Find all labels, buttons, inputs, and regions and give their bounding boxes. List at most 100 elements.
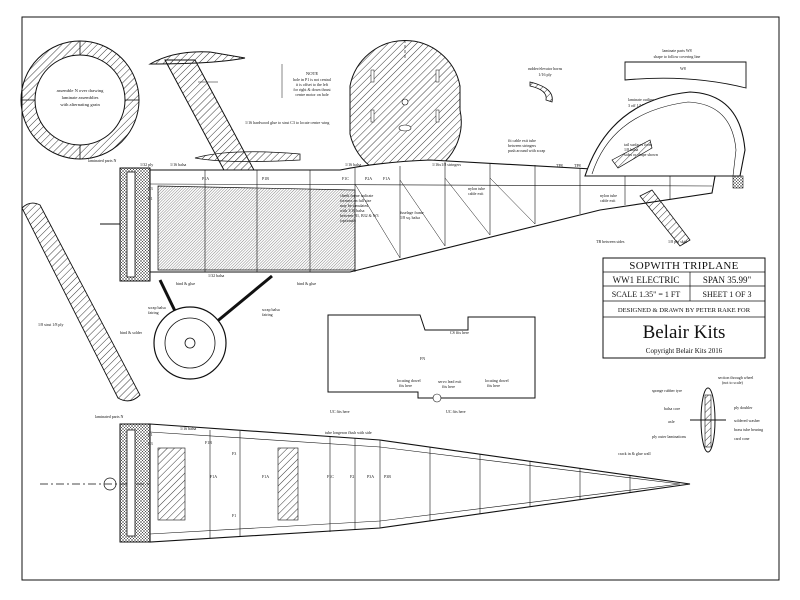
brand-text: Belair Kits: [643, 322, 726, 343]
note-line-1: hole in P1 is not central: [293, 77, 332, 82]
locating-dowel-2b: fits here: [487, 383, 500, 388]
lam-parts-n-label: laminated parts N: [88, 158, 117, 163]
bottom-part-f1a-2: F1A: [262, 474, 269, 479]
laminate-outline-2: 3 off 1/16x1/8: [628, 103, 651, 108]
bottom-part-f2: F2: [350, 474, 354, 479]
nylon-cable-right-1: nylon tube: [600, 193, 617, 198]
uc-fits-2-label: UC fits here: [446, 409, 466, 414]
ply-strut-note: 1/16 hardwood glue to strut C3 to locate…: [245, 120, 329, 125]
scale-text: SCALE 1.35" = 1 FT: [612, 290, 681, 299]
cheek-frame-2: formers on full size: [340, 198, 371, 203]
scrap-fairing-2a: scrap balsa: [262, 307, 280, 312]
cowl-ring-note-2: laminate assemblies: [62, 95, 99, 100]
note-line-4: centre motor on hole: [295, 92, 328, 97]
laminate-w8-note-1: laminate parts W8: [662, 48, 691, 53]
stringers-label: 1/16x1/8 stringers: [432, 162, 461, 167]
bottom-part-f1a: F1A: [210, 474, 217, 479]
bottom-part-c3: C3: [148, 441, 153, 446]
bottom-part-p3a: P3A: [367, 474, 374, 479]
bottom-part-f1: F1: [232, 513, 236, 518]
servo-lead-b: fits here: [442, 384, 455, 389]
side-view-labels: laminated parts N 1/32 ply 1/16 balsa 1/…: [88, 138, 687, 278]
ply-32-label: 1/32 ply: [140, 162, 153, 167]
bind-glue-1-label: bind & glue: [176, 281, 195, 286]
laminate-w8-detail: laminate parts W8 shape to follow coveri…: [624, 48, 747, 108]
note-line-2: it is offset to the left: [296, 82, 329, 87]
variant-text: WW1 ELECTRIC: [613, 275, 680, 285]
bottom-part-c1: C1: [148, 432, 153, 437]
cs-fits-label: CS fits here: [450, 330, 469, 335]
scrap-fairing-1a: scrap balsa: [148, 305, 166, 310]
locating-dowel-1b: fits here: [399, 383, 412, 388]
scrap-fairing-2b: fairing: [262, 312, 273, 317]
title-block: SOPWITH TRIPLANE WW1 ELECTRIC SPAN 35.99…: [602, 257, 766, 359]
wheel-label-core: balsa core: [664, 406, 680, 411]
fit-cable-exit-1: fit cable exit tube: [508, 138, 536, 143]
wheel-label-washer: soldered washer: [734, 418, 761, 423]
ply-strut-left-label: 1/8 strut 1/8 ply: [38, 322, 63, 327]
balsa-16-label: 1/16 balsa: [170, 162, 187, 167]
fn-label: FN: [420, 356, 425, 361]
w8-label: W8: [680, 66, 686, 71]
fuselage-deck-plan: CS fits here FN UC fits here UC fits her…: [327, 314, 536, 414]
part-f1a: F1A: [383, 176, 390, 181]
part-p1a: P1A: [202, 176, 209, 181]
crack-glue-label: crack in & glue wall: [618, 451, 652, 456]
fit-cable-exit-3: push around with scrap: [508, 148, 545, 153]
part-p2a: P2A: [365, 176, 372, 181]
note-title: NOTE: [306, 71, 318, 76]
rudder-horns-note-2: 1/16 ply: [538, 72, 551, 77]
bind-solder-label: bind & solder: [120, 330, 143, 335]
wheel-label-bearing: brass tube bearing: [734, 427, 763, 432]
wheel-label-ply: ply outer laminations: [652, 434, 686, 439]
bottom-lam-n-label: laminated parts N: [95, 414, 124, 419]
bind-glue-2-label: bind & glue: [297, 281, 316, 286]
cheek-frame-6: (optional): [340, 218, 356, 223]
wheel-label-axle: axle: [668, 419, 675, 424]
wheel-section-title-2: (not to scale): [722, 380, 744, 385]
wheel-section-title-1: section through wheel: [718, 375, 754, 380]
uc-fits-1-label: UC fits here: [330, 409, 350, 414]
nylon-cable-left-2: cable exit: [468, 191, 484, 196]
nylon-cable-left-1: nylon tube: [468, 186, 485, 191]
balsa-32-label: 1/32 balsa: [208, 273, 225, 278]
cheek-frame-5: between B1, B32 & W3: [340, 213, 378, 219]
nylon-cable-right-2: cable exit: [600, 198, 616, 203]
sheet-text: SHEET 1 OF 3: [703, 290, 752, 299]
interplane-strut: 1/8 strut 1/8 ply: [21, 202, 141, 402]
undercarriage: bind & glue bind & glue scrap balsa fair…: [120, 274, 316, 380]
part-f1c: F1C: [342, 176, 349, 181]
part-c3: C3: [148, 186, 153, 191]
tb-between-sides-label: TB between sides: [596, 239, 625, 244]
bottom-part-f3: F3: [232, 451, 236, 456]
cheek-frame-4: with 1/16 balsa: [340, 208, 365, 213]
copyright-text: Copyright Belair Kits 2016: [646, 347, 723, 355]
note-line-3: for right & down thrust: [293, 87, 331, 92]
ply-skid-label: 1/8 ply skid: [668, 239, 687, 244]
balsa-16b-label: 1/16 balsa: [345, 162, 362, 167]
locating-dowel-2a: locating dowel: [485, 378, 510, 383]
fuselage-frame-1: fuselage frame: [400, 210, 424, 215]
title-text: SOPWITH TRIPLANE: [629, 260, 738, 272]
bottom-balsa-label: 1/16 balsa: [180, 426, 197, 431]
cheek-frame-1: cheek frame indicate: [340, 193, 374, 198]
part-c1: C1: [148, 196, 153, 201]
scrap-fairing-1b: fairing: [148, 310, 159, 315]
laminate-w8-note-2: shape to follow covering line: [654, 54, 701, 59]
servo-lead-a: servo lead exit: [438, 379, 462, 384]
wheel-label-tyre: sponge rubber tyre: [652, 388, 682, 393]
fit-cable-exit-2: between stringers: [508, 143, 537, 148]
cowl-ring-note-3: with alternating grain: [60, 102, 100, 107]
fuselage-side-view: [100, 91, 746, 282]
tail-surfaces-1: tail surfaces from: [624, 142, 653, 147]
cowl-ring-note-1: assemble N over drawing: [57, 88, 105, 93]
tail-surfaces-2: 1/8 balsa: [624, 147, 639, 152]
designer-text: DESIGNED & DRAWN BY PETER RAKE FOR: [618, 307, 751, 314]
cowl-ring-detail: assemble N over drawing laminate assembl…: [20, 40, 140, 160]
note-box: NOTE hole in P1 is not central it is off…: [281, 64, 332, 98]
wheel-section: section through wheel (not to scale) spo…: [652, 375, 763, 453]
fuselage-top-view: [40, 423, 691, 543]
part-tp8-b: TP8: [574, 163, 581, 168]
part-tp8-a: TP8: [556, 163, 563, 168]
